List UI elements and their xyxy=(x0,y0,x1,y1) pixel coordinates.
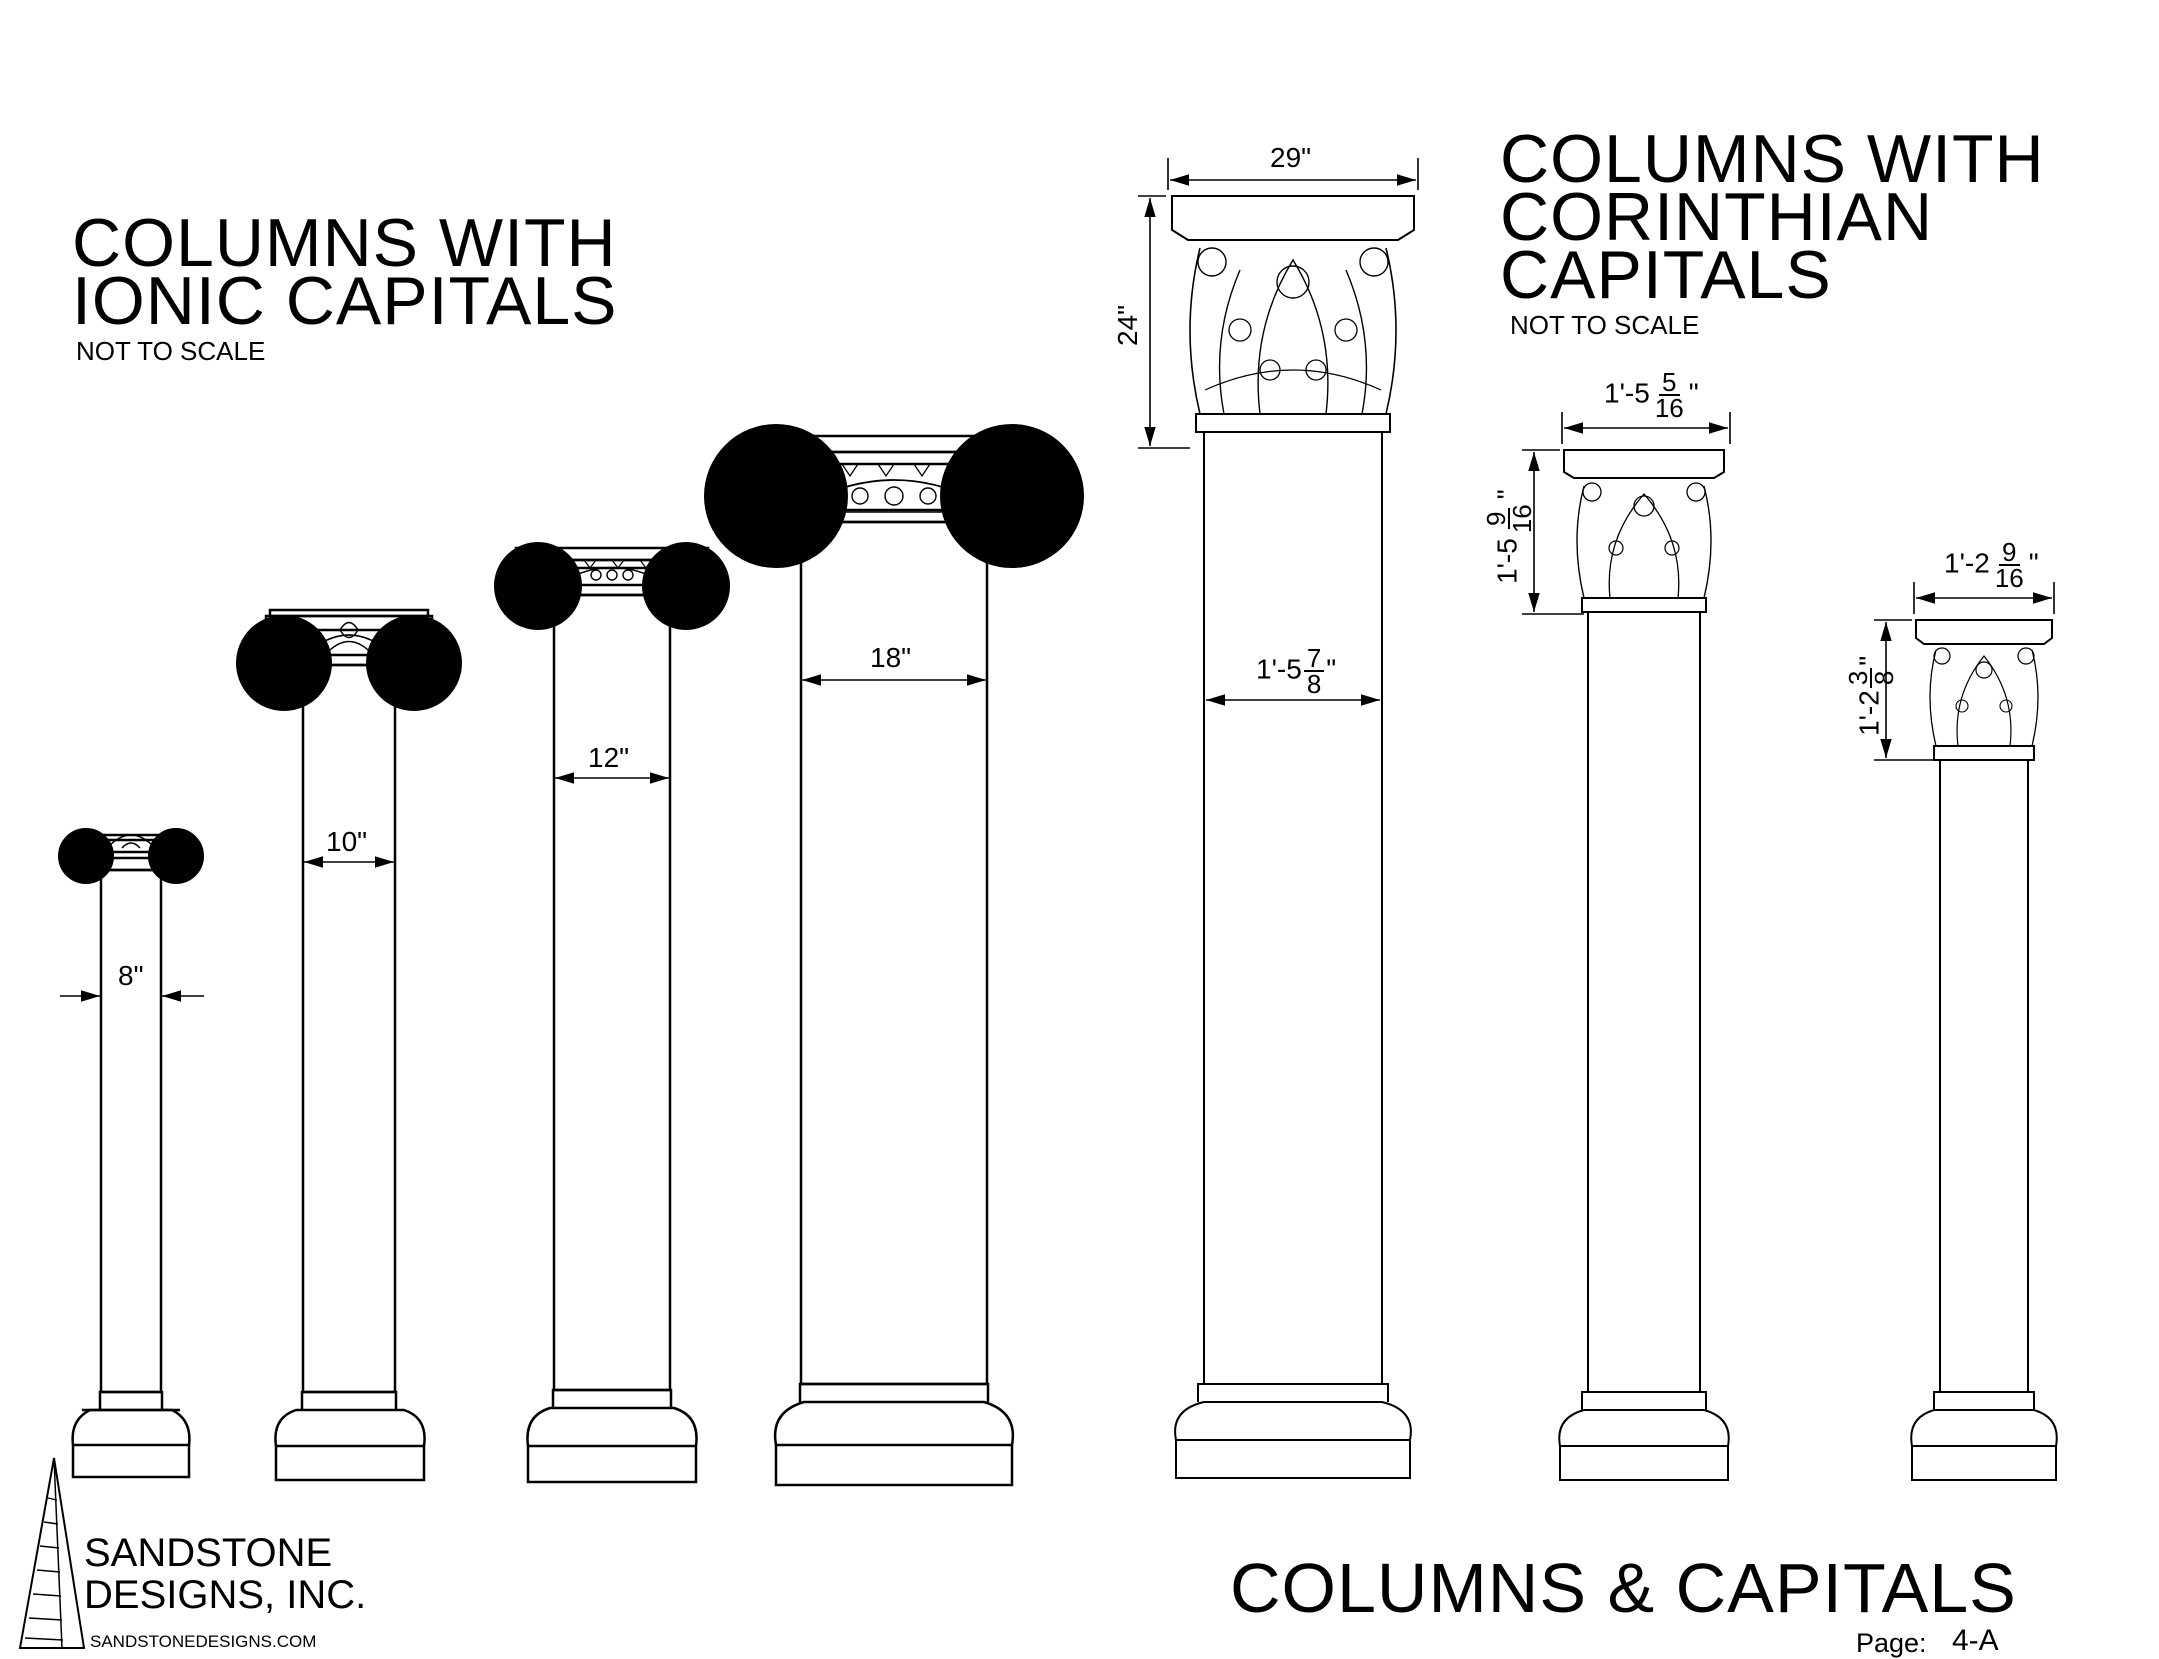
shaft xyxy=(1939,759,2029,1393)
corinthian-column-medium xyxy=(1558,449,1730,1481)
shaft xyxy=(301,663,397,1394)
corinthian-column-large xyxy=(1171,195,1415,1479)
plinth xyxy=(1175,1439,1411,1479)
shaft xyxy=(1587,611,1701,1393)
abacus xyxy=(1171,195,1415,241)
ionic-title-line1: COLUMNS WITH xyxy=(72,205,617,281)
dim-capital-height-24: 24" xyxy=(1112,304,1143,346)
plinth xyxy=(1559,1445,1729,1481)
ionic-column-8 xyxy=(71,835,191,1479)
corinthian-title-line1: COLUMNS WITH xyxy=(1500,121,2045,197)
dimension-lines xyxy=(60,158,2055,1002)
shaft xyxy=(552,593,672,1392)
ionic-title-line2: IONIC CAPITALS xyxy=(72,263,618,339)
corinthian-column-small xyxy=(1910,619,2058,1481)
ionic-column-12 xyxy=(516,548,708,1484)
abacus xyxy=(1915,619,2053,645)
shaft xyxy=(99,868,163,1394)
plinth xyxy=(274,1444,426,1482)
shaft xyxy=(1203,431,1383,1385)
dim-8: 8" xyxy=(118,960,144,991)
plinth xyxy=(71,1443,191,1479)
page-number: 4-A xyxy=(1952,1624,1999,1657)
dim-10: 10" xyxy=(326,826,368,857)
torus xyxy=(274,1408,426,1447)
torus xyxy=(526,1406,698,1447)
logo-pyramid-icon xyxy=(18,1457,86,1649)
torus xyxy=(1174,1401,1412,1441)
page-label: Page: xyxy=(1856,1628,1927,1658)
sheet-title: COLUMNS & CAPITALS xyxy=(1230,1549,2017,1627)
dim-12: 12" xyxy=(588,742,630,773)
ionic-note: NOT TO SCALE xyxy=(76,336,266,366)
corinthian-note: NOT TO SCALE xyxy=(1510,310,1700,340)
company-name-line2: DESIGNS, INC. xyxy=(84,1573,367,1617)
dim-18: 18" xyxy=(870,642,912,673)
ionic-column-18 xyxy=(740,436,1048,1487)
plinth xyxy=(526,1444,698,1484)
torus xyxy=(773,1400,1015,1446)
company-url: SANDSTONEDESIGNS.COM xyxy=(90,1632,317,1651)
torus xyxy=(1558,1409,1730,1447)
company-logo-text: SANDSTONE DESIGNS, INC. xyxy=(84,1532,366,1616)
plinth xyxy=(1911,1445,2057,1481)
corinthian-title-line2: CORINTHIAN xyxy=(1500,179,1934,255)
ionic-column-10 xyxy=(260,608,438,1482)
dim-capital-width-29: 29" xyxy=(1270,142,1312,173)
torus xyxy=(1910,1409,2058,1447)
plinth xyxy=(774,1443,1014,1487)
corinthian-title-line3: CAPITALS xyxy=(1500,237,1832,313)
abacus xyxy=(1563,449,1725,479)
company-name-line1: SANDSTONE xyxy=(84,1531,333,1575)
corinthian-title: COLUMNS WITH CORINTHIAN CAPITALS xyxy=(1500,121,2045,313)
ionic-title: COLUMNS WITH IONIC CAPITALS xyxy=(72,205,618,339)
torus xyxy=(71,1408,191,1446)
